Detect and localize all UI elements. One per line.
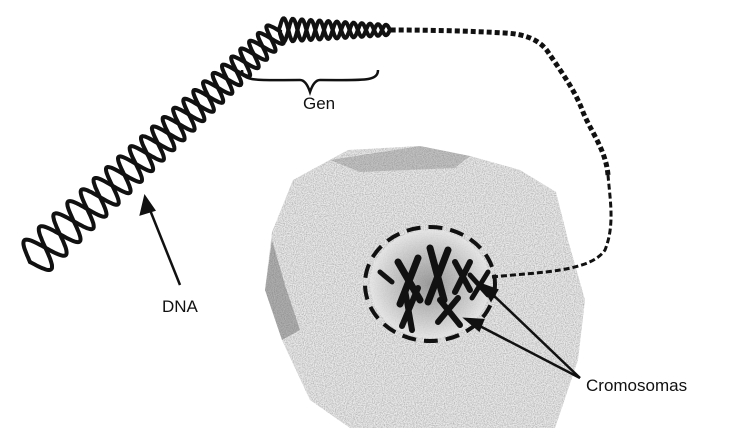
dna-arrow-head: [141, 197, 154, 214]
dna-label: DNA: [162, 297, 198, 317]
dna-arrow-line: [148, 205, 180, 285]
chromosomes-label: Cromosomas: [586, 376, 687, 396]
gene-bracket: [242, 70, 378, 92]
gene-label: Gen: [303, 94, 335, 114]
